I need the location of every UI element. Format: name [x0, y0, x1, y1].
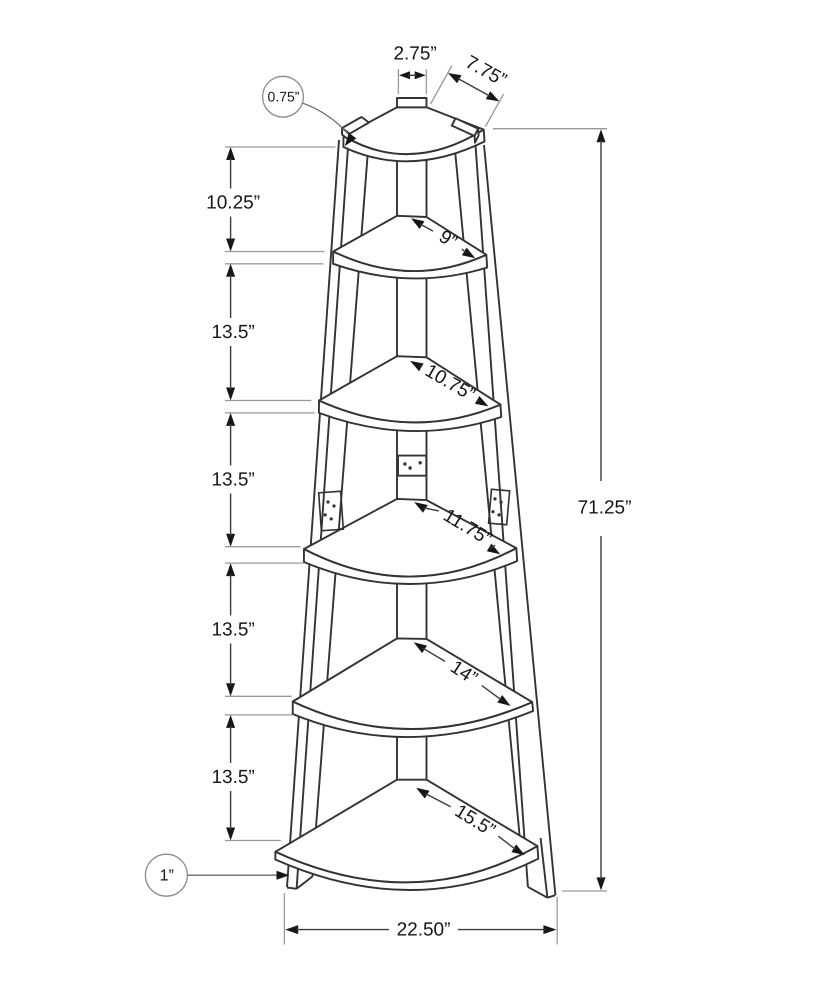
svg-text:0.75”: 0.75” [268, 89, 300, 105]
svg-text:10.25”: 10.25” [206, 193, 260, 214]
svg-text:71.25”: 71.25” [578, 498, 632, 519]
svg-text:1”: 1” [160, 868, 174, 885]
svg-text:13.5”: 13.5” [211, 470, 254, 491]
svg-text:22.50”: 22.50” [397, 920, 451, 941]
svg-text:13.5”: 13.5” [211, 620, 254, 641]
svg-text:13.5”: 13.5” [211, 322, 254, 343]
svg-text:13.5”: 13.5” [211, 767, 254, 788]
svg-text:2.75”: 2.75” [393, 43, 436, 64]
